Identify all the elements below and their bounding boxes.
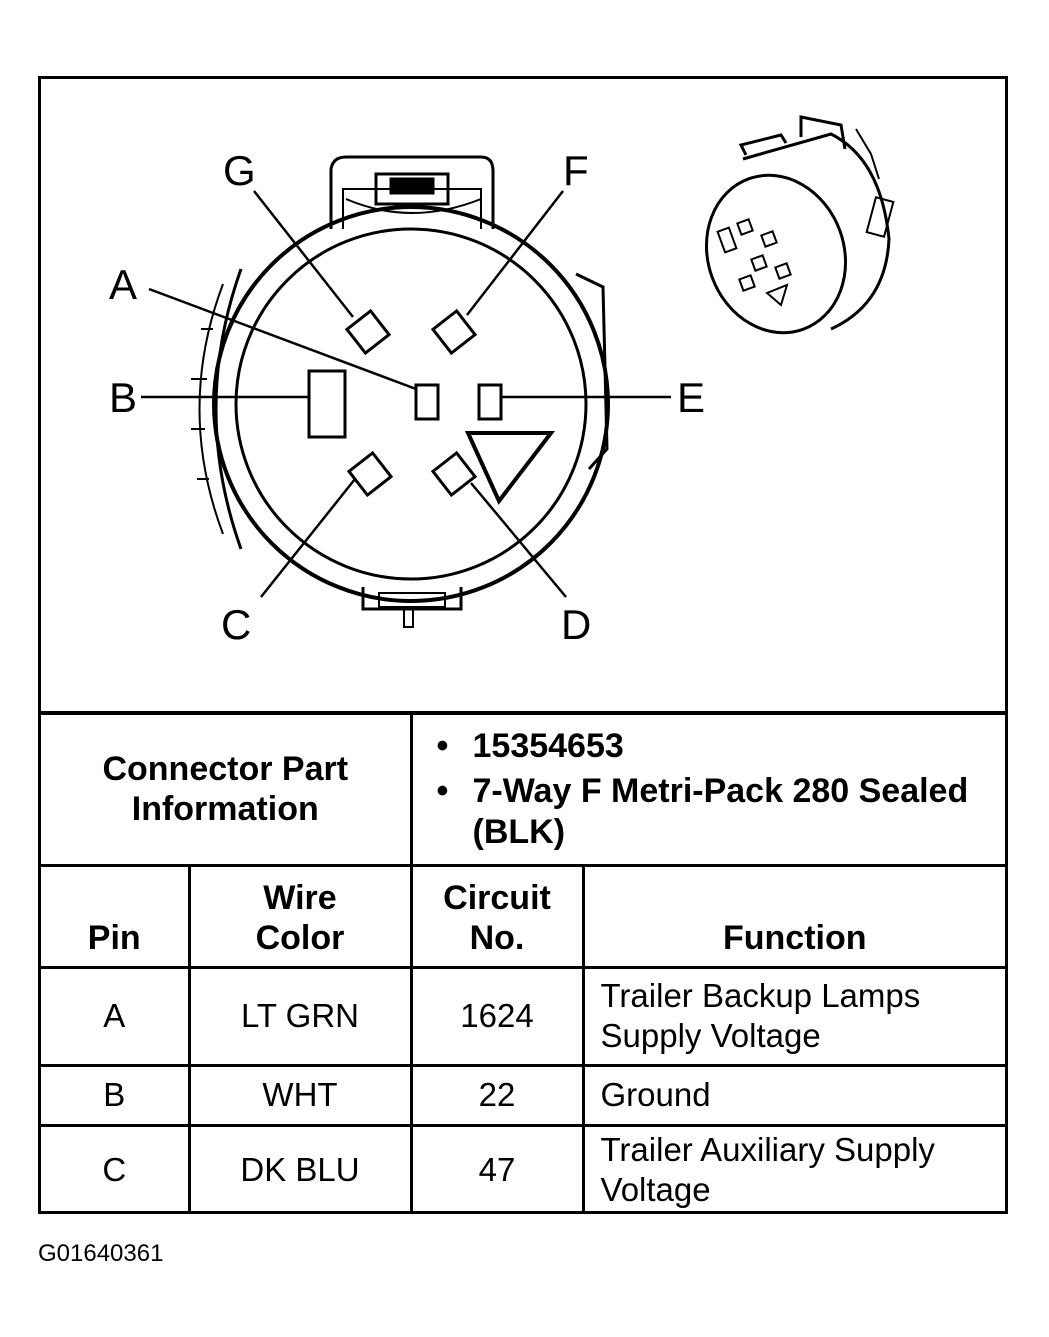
connector-outer-ring bbox=[212, 205, 610, 603]
connector-info-row: Connector Part Information 15354653 7-Wa… bbox=[41, 711, 1006, 867]
connector-info-label: Connector Part Information bbox=[41, 711, 413, 867]
function-cell: Trailer Auxiliary Supply Voltage bbox=[581, 1123, 1005, 1213]
figure-frame: G F A B E C D Connector Part Information… bbox=[38, 76, 1008, 1214]
circuit-no-cell: 47 bbox=[409, 1123, 585, 1213]
leader-lines bbox=[141, 190, 671, 598]
pin-label-e: E bbox=[677, 374, 705, 421]
terminal-f bbox=[430, 308, 478, 356]
connector-inner-ring bbox=[234, 227, 588, 581]
pin-cell: A bbox=[41, 965, 191, 1067]
pin-label-f: F bbox=[563, 147, 589, 194]
connector-right-ear bbox=[575, 272, 609, 471]
part-number: 15354653 bbox=[437, 726, 1006, 767]
connector-top-latch bbox=[329, 155, 495, 229]
table-row: C DK BLU 47 Trailer Auxiliary Supply Vol… bbox=[41, 1123, 1005, 1213]
connector-info-details: 15354653 7-Way F Metri-Pack 280 Sealed (… bbox=[409, 711, 1006, 867]
terminal-a bbox=[414, 383, 440, 421]
header-function: Function bbox=[581, 863, 1005, 969]
terminal-c bbox=[346, 450, 394, 498]
connector-key-notch bbox=[464, 431, 556, 505]
header-wire-color: Wire Color bbox=[187, 863, 413, 969]
header-circuit-no: Circuit No. bbox=[409, 863, 585, 969]
terminal-g bbox=[344, 308, 392, 356]
connector-description: 7-Way F Metri-Pack 280 Sealed (BLK) bbox=[437, 771, 1006, 853]
connector-perspective-view bbox=[704, 115, 895, 335]
pin-cell: B bbox=[41, 1063, 191, 1127]
circuit-no-cell: 1624 bbox=[409, 965, 585, 1067]
wire-color-cell: DK BLU bbox=[187, 1123, 413, 1213]
pin-label-d: D bbox=[561, 601, 591, 648]
pin-label-c: C bbox=[221, 601, 251, 648]
table-row: A LT GRN 1624 Trailer Backup Lamps Suppl… bbox=[41, 965, 1005, 1067]
pin-label-g: G bbox=[223, 147, 256, 194]
connector-diagram: G F A B E C D bbox=[109, 115, 895, 648]
terminal-d bbox=[430, 450, 478, 498]
wire-color-cell: WHT bbox=[187, 1063, 413, 1127]
header-pin: Pin bbox=[41, 863, 191, 969]
connector-left-flange bbox=[214, 268, 243, 550]
wire-color-cell: LT GRN bbox=[187, 965, 413, 1067]
table-row: B WHT 22 Ground bbox=[41, 1063, 1005, 1127]
function-cell: Trailer Backup Lamps Supply Voltage bbox=[581, 965, 1005, 1067]
circuit-no-cell: 22 bbox=[409, 1063, 585, 1127]
pin-label-a: A bbox=[109, 261, 137, 308]
table-header-row: Pin Wire Color Circuit No. Function bbox=[41, 863, 1005, 969]
figure-id: G01640361 bbox=[38, 1240, 164, 1267]
terminal-b bbox=[307, 369, 347, 439]
pin-cell: C bbox=[41, 1123, 191, 1213]
terminal-e bbox=[477, 383, 503, 421]
connector-table: Connector Part Information 15354653 7-Wa… bbox=[41, 711, 1005, 1213]
function-cell: Ground bbox=[581, 1063, 1005, 1127]
pin-label-b: B bbox=[109, 374, 137, 421]
